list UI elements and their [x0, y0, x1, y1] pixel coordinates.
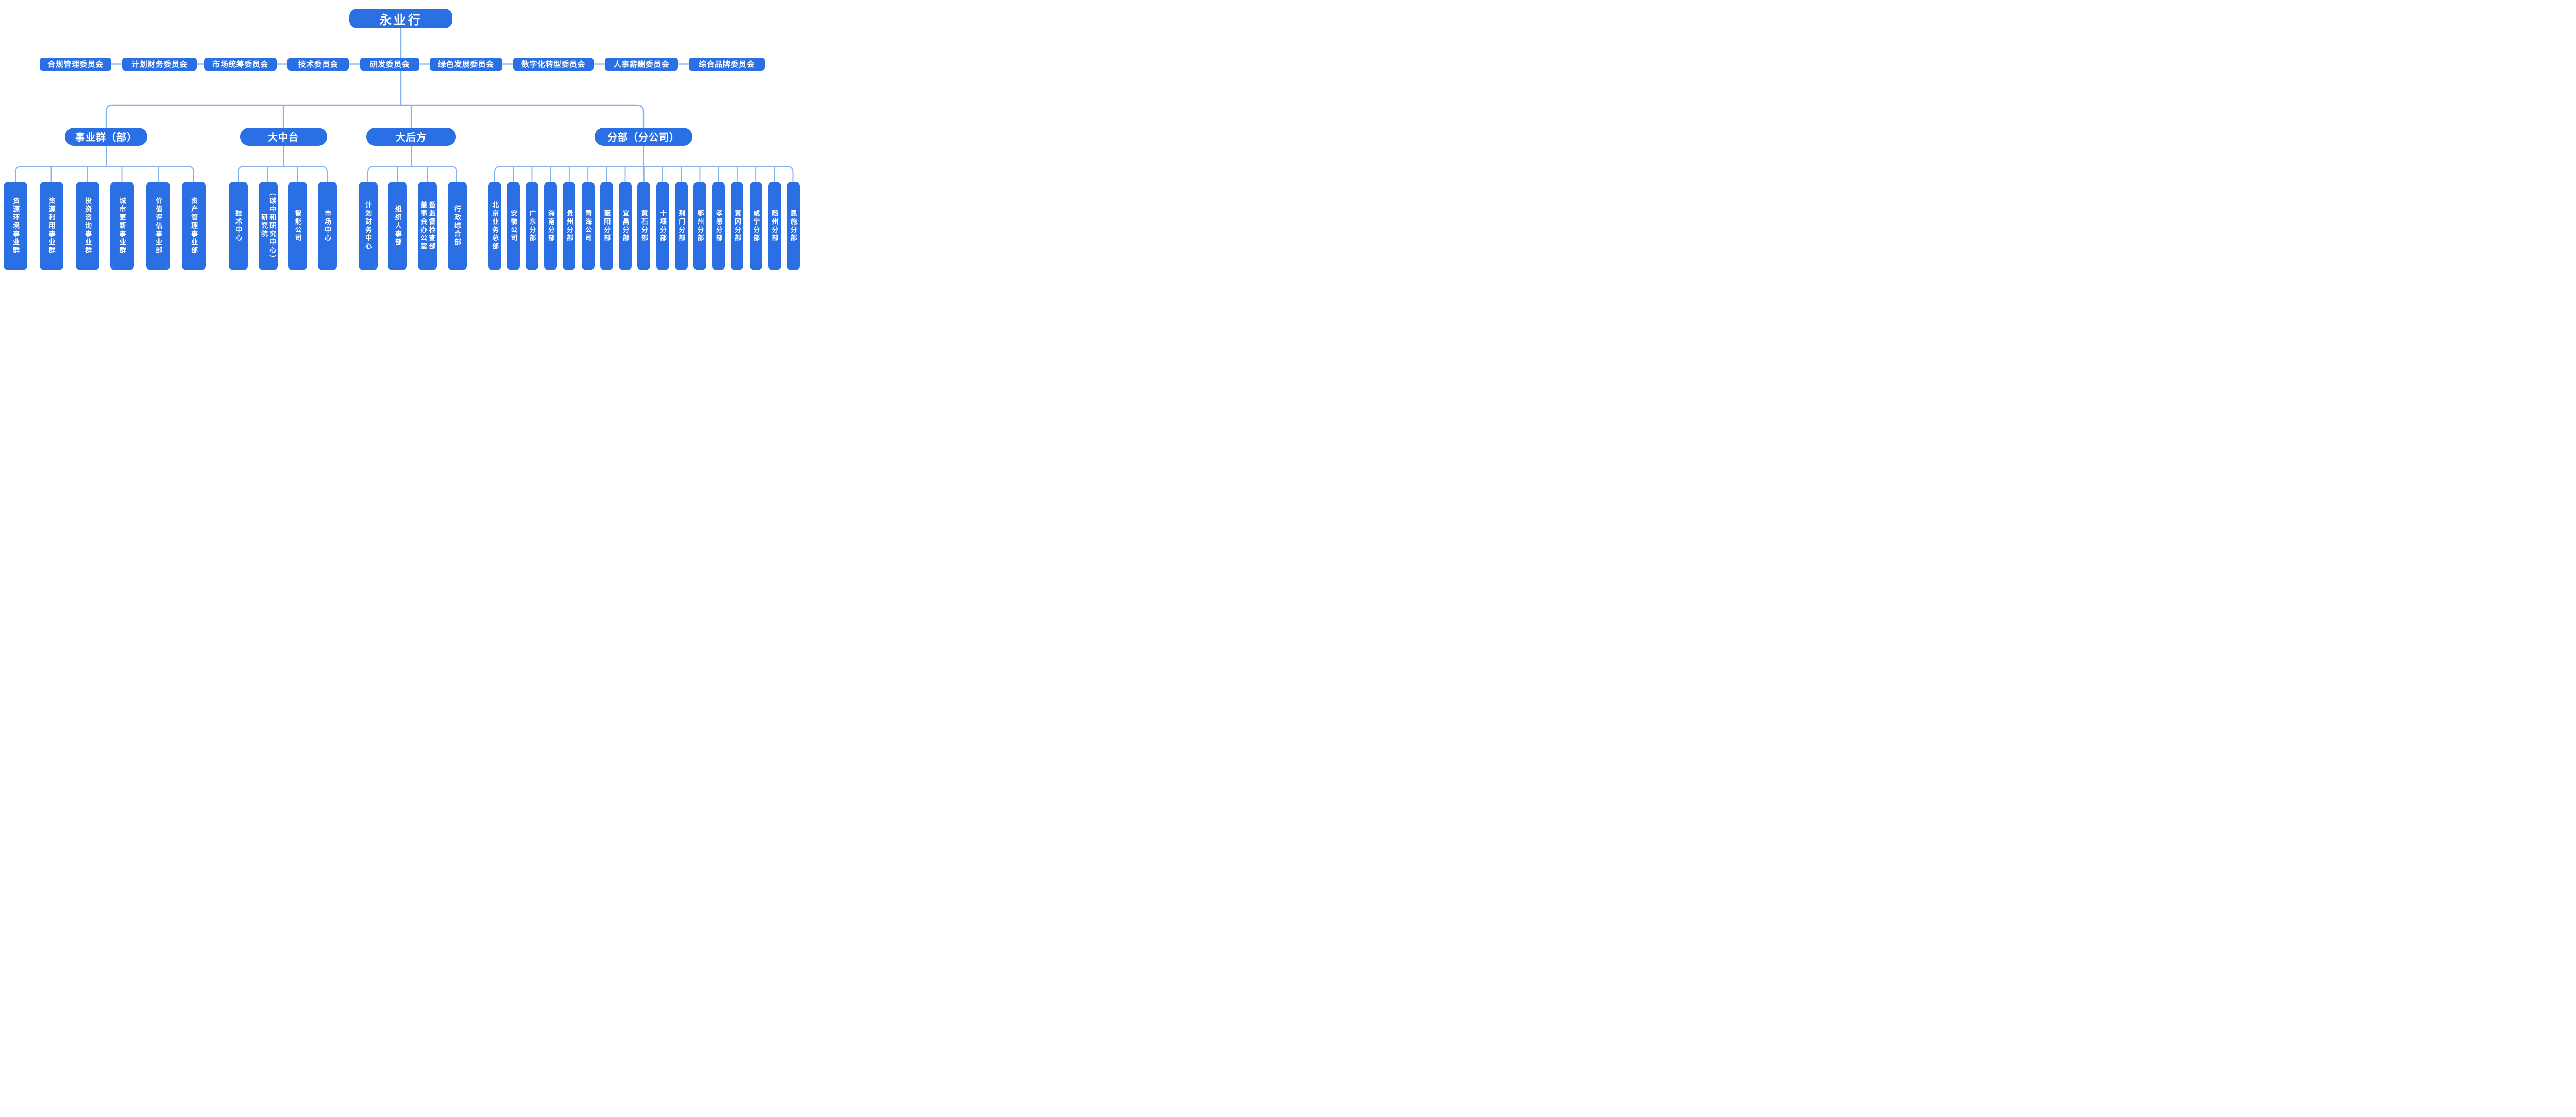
leaf-node-label: 投资咨询事业群: [84, 197, 92, 255]
leaf-node-label: 荆门分部: [677, 210, 686, 243]
leaf-node-label: 行政综合部: [453, 205, 462, 247]
committee-node: 数字化转型委员会: [513, 58, 594, 71]
connector-line: [238, 166, 328, 182]
leaf-node: 海南分部: [544, 182, 557, 270]
leaf-node: 研究院 （碳中和研究中心）: [258, 182, 278, 270]
leaf-node: 青海公司: [581, 182, 595, 270]
committee-node: 研发委员会: [360, 58, 419, 71]
committee-node: 市场统筹委员会: [204, 58, 277, 71]
leaf-node: 随州分部: [768, 182, 781, 270]
leaf-node-label: 十堰分部: [659, 210, 667, 243]
leaf-node-label: 计划财务中心: [364, 201, 372, 251]
connector-line: [367, 166, 457, 182]
leaf-node: 恩施分部: [787, 182, 800, 270]
leaf-node: 市场中心: [317, 182, 337, 270]
committee-node: 技术委员会: [287, 58, 349, 71]
branch-node: 大后方: [366, 128, 456, 146]
leaf-node-label: 随州分部: [771, 210, 779, 243]
leaf-node: 黄冈分部: [731, 182, 744, 270]
leaf-node: 价值评估事业部: [146, 182, 170, 270]
connector-line: [105, 104, 645, 129]
leaf-node: 资源利用事业群: [39, 182, 63, 270]
leaf-node: 安徽公司: [506, 182, 520, 270]
leaf-node-label: 智能公司: [294, 210, 302, 243]
leaf-node-label: 黄冈分部: [734, 210, 742, 243]
leaf-node: 组织人事部: [388, 182, 408, 270]
leaf-node: 城市更新事业群: [110, 182, 134, 270]
leaf-node-label: 资源环境事业群: [12, 197, 20, 255]
branch-node: 大中台: [240, 128, 327, 146]
leaf-node-label: 市场中心: [324, 210, 332, 243]
leaf-node-label: 海南分部: [547, 210, 555, 243]
leaf-node-label: 襄阳分部: [603, 210, 611, 243]
org-root-node: 永业行: [349, 9, 452, 28]
committee-node: 合规管理委员会: [40, 58, 111, 71]
branch-node: 事业群（部）: [65, 128, 147, 146]
connector-line: [15, 166, 194, 182]
leaf-node: 计划财务中心: [358, 182, 378, 270]
leaf-node-label: 黄石分部: [640, 210, 648, 243]
leaf-node-label: 贵州分部: [566, 210, 574, 243]
leaf-node-label: 资源利用事业群: [47, 197, 56, 255]
leaf-node: 资源环境事业群: [4, 182, 27, 270]
leaf-node-label: 青海公司: [584, 210, 592, 243]
leaf-node-label: 组织人事部: [394, 205, 402, 247]
leaf-node: 鄂州分部: [693, 182, 706, 270]
leaf-node: 广东分部: [525, 182, 538, 270]
leaf-node-label: 城市更新事业群: [118, 197, 126, 255]
leaf-node-label: 研究院 （碳中和研究中心）: [260, 189, 277, 263]
leaf-node-label: 孝感分部: [715, 210, 723, 243]
leaf-node-label: 价值评估事业部: [155, 197, 163, 255]
leaf-node-label: 技术中心: [234, 210, 243, 243]
leaf-node-label: 鄂州分部: [696, 210, 704, 243]
leaf-node-label: 北京业务总部: [491, 201, 499, 251]
leaf-node: 十堰分部: [656, 182, 669, 270]
leaf-node: 咸宁分部: [749, 182, 762, 270]
leaf-node-label: 广东分部: [528, 210, 536, 243]
leaf-node: 技术中心: [228, 182, 248, 270]
leaf-node: 行政综合部: [447, 182, 467, 270]
leaf-node-label: 宜昌分部: [621, 210, 630, 243]
leaf-node-label: 恩施分部: [789, 210, 798, 243]
committee-node: 计划财务委员会: [122, 58, 197, 71]
leaf-node: 襄阳分部: [600, 182, 613, 270]
committee-node: 综合品牌委员会: [689, 58, 765, 71]
leaf-node: 孝感分部: [712, 182, 725, 270]
leaf-node-label: 资产管理事业部: [190, 197, 198, 255]
leaf-node-label: 咸宁分部: [752, 210, 760, 243]
leaf-node: 董事会办公室 暨监督检查部: [417, 182, 437, 270]
connector-lines: [15, 27, 794, 182]
org-chart: 永业行合规管理委员会计划财务委员会市场统筹委员会技术委员会研发委员会绿色发展委员…: [0, 0, 802, 279]
committee-node: 人事薪酬委员会: [605, 58, 678, 71]
leaf-node: 智能公司: [288, 182, 307, 270]
leaf-node: 资产管理事业部: [182, 182, 206, 270]
leaf-node: 黄石分部: [637, 182, 651, 270]
leaf-node-label: 安徽公司: [510, 210, 518, 243]
leaf-node: 贵州分部: [563, 182, 576, 270]
committee-node: 绿色发展委员会: [430, 58, 502, 71]
leaf-node: 荆门分部: [674, 182, 688, 270]
leaf-node: 北京业务总部: [488, 182, 501, 270]
branch-node: 分部（分公司）: [595, 128, 692, 146]
leaf-node: 投资咨询事业群: [76, 182, 99, 270]
leaf-node: 宜昌分部: [619, 182, 632, 270]
leaf-node-label: 董事会办公室 暨监督检查部: [419, 201, 436, 251]
